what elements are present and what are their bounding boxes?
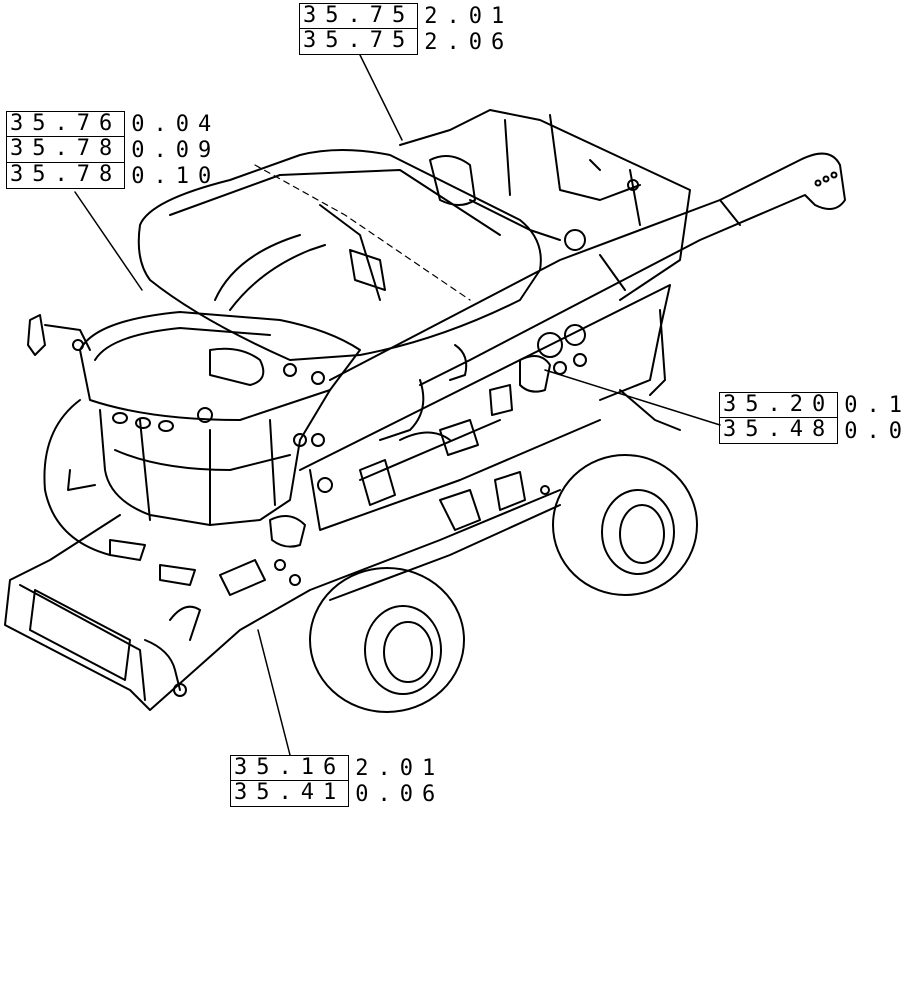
- callout-row: 35.16 2.01: [230, 755, 444, 781]
- callout-row: 35.76 0.04: [6, 111, 220, 137]
- front-axle: [309, 471, 561, 601]
- part-code: 35.16: [230, 755, 350, 781]
- part-code: 35.20: [719, 392, 839, 418]
- part-suffix: 0.0: [844, 418, 911, 444]
- front-left-wheel: [309, 567, 465, 713]
- cab: [79, 311, 361, 526]
- feeder-house: [4, 514, 311, 711]
- callout-front: 35.16 2.01 35.41 0.06: [230, 755, 444, 807]
- part-code: 35.76: [6, 111, 126, 137]
- leader-line-cab: [74, 191, 143, 291]
- callout-row: 35.78 0.10: [6, 163, 220, 189]
- front-right-wheel: [552, 454, 698, 596]
- part-suffix: 0.10: [131, 163, 221, 189]
- leader-line-side: [544, 369, 721, 426]
- leader-lines: [74, 54, 721, 756]
- callout-cab: 35.76 0.04 35.78 0.09 35.78 0.10: [6, 111, 220, 189]
- unloading-auger: [329, 152, 846, 386]
- part-code: 35.75: [299, 3, 419, 29]
- callout-row: 35.20 0.1: [719, 392, 911, 418]
- callout-row: 35.41 0.06: [230, 781, 444, 807]
- callout-side: 35.20 0.1 35.48 0.0: [719, 392, 911, 444]
- callout-fuel: 35.75 2.01 35.75 2.06: [299, 3, 513, 55]
- part-suffix: 0.1: [844, 392, 911, 418]
- callout-row: 35.48 0.0: [719, 418, 911, 444]
- engine-compartment: [399, 109, 691, 301]
- main-body: [293, 284, 681, 531]
- part-code: 35.75: [299, 29, 419, 55]
- part-code: 35.78: [6, 163, 126, 189]
- part-suffix: 2.01: [424, 3, 514, 29]
- part-suffix: 0.06: [355, 781, 445, 807]
- left-rear-fender: [43, 399, 111, 556]
- part-suffix: 0.09: [131, 137, 221, 163]
- part-code: 35.48: [719, 418, 839, 444]
- part-suffix: 2.01: [355, 755, 445, 781]
- leader-line-fuel: [359, 54, 403, 141]
- mirror-arm: [27, 314, 91, 356]
- part-suffix: 2.06: [424, 29, 514, 55]
- part-code: 35.41: [230, 781, 350, 807]
- callout-row: 35.78 0.09: [6, 137, 220, 163]
- callout-row: 35.75 2.01: [299, 3, 513, 29]
- grain-tank: [137, 149, 542, 361]
- callout-row: 35.75 2.06: [299, 29, 513, 55]
- part-suffix: 0.04: [131, 111, 221, 137]
- part-code: 35.78: [6, 137, 126, 163]
- leader-line-front: [257, 629, 291, 756]
